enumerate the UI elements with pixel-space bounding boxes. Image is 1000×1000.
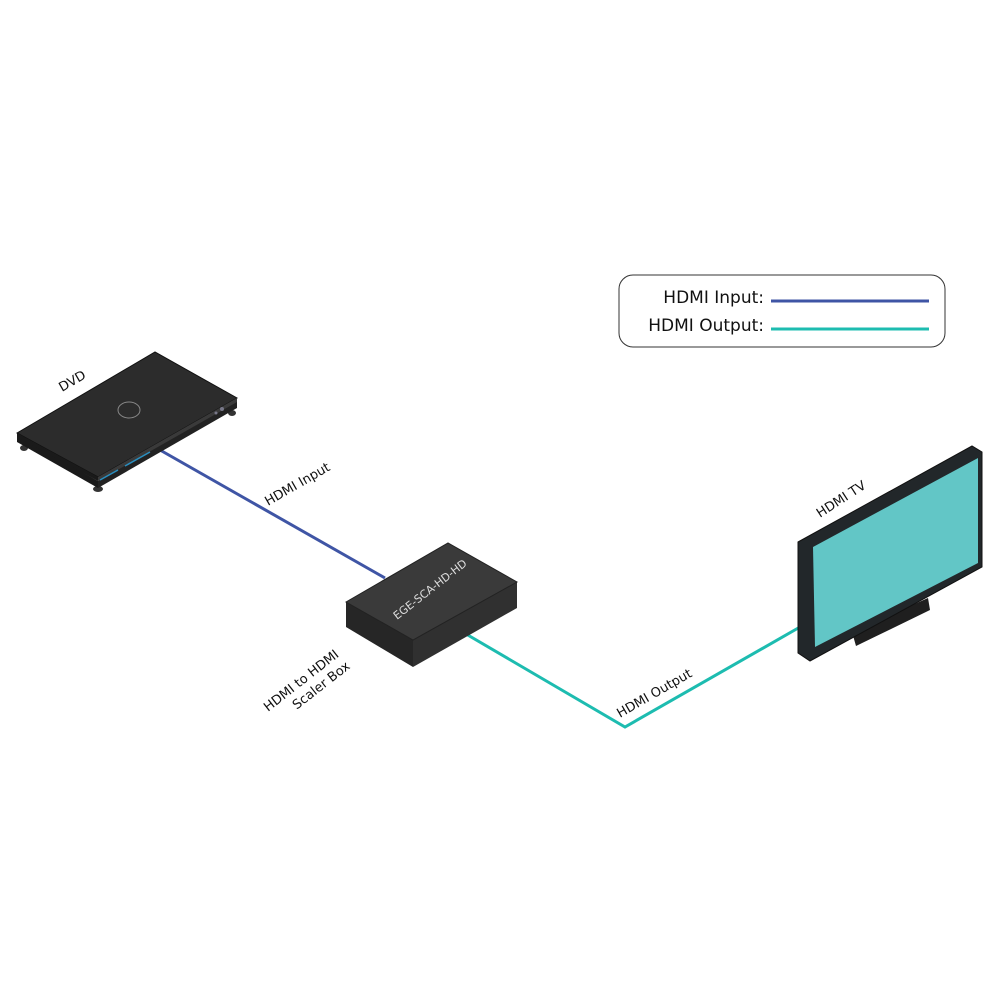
hdmi-output-cable bbox=[465, 625, 801, 729]
legend: HDMI Input: HDMI Output: bbox=[618, 274, 946, 348]
hdmi-input-cable bbox=[159, 448, 386, 580]
hdmi-tv bbox=[797, 445, 983, 662]
dvd-label: DVD bbox=[57, 368, 89, 395]
scaler-box bbox=[344, 542, 519, 667]
dvd-player bbox=[15, 351, 239, 492]
legend-hdmi-output-label: HDMI Output: bbox=[648, 316, 764, 336]
hdmi-input-cable-label: HDMI Input bbox=[263, 460, 333, 509]
legend-hdmi-input-label: HDMI Input: bbox=[663, 288, 764, 308]
